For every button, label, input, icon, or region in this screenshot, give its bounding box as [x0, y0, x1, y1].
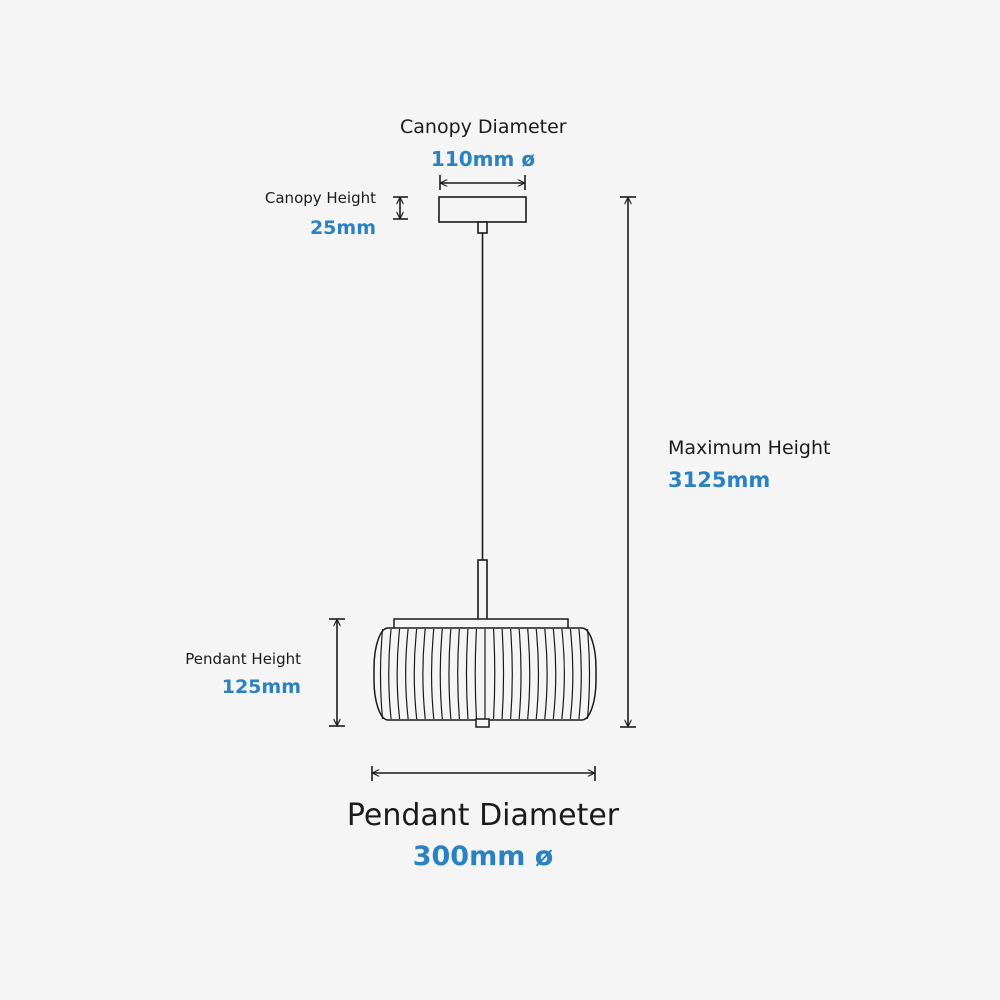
pendant-height-label: Pendant Height	[185, 650, 301, 668]
pendant-height-value: 125mm	[221, 676, 301, 698]
shade-rib	[527, 628, 531, 720]
pendant-diameter-label: Pendant Diameter	[346, 798, 620, 833]
canopy-diameter-dimension-line	[439, 175, 526, 190]
shade-rib	[379, 628, 384, 720]
shade-rib	[544, 628, 548, 720]
pendant-height-dimension-line	[329, 618, 345, 727]
canopy-height-dimension-line	[393, 196, 408, 220]
shade-rib	[413, 628, 418, 720]
shade-rib	[422, 628, 426, 720]
shade-rib	[492, 628, 496, 720]
shade-rib	[388, 628, 392, 720]
suspension-cable	[477, 221, 488, 621]
shade-rib	[457, 628, 460, 720]
canopy-height-label: Canopy Height	[264, 189, 376, 207]
shade-rib	[501, 628, 505, 720]
canopy	[438, 196, 527, 223]
shade-rib	[561, 628, 565, 720]
shade-rib	[405, 628, 409, 720]
maximum-height-label: Maximum Height	[668, 437, 831, 459]
shade-rib	[535, 628, 540, 720]
shade-rib	[510, 628, 513, 720]
shade-rib	[586, 628, 591, 720]
shade-rib	[430, 628, 435, 720]
shade-rib	[518, 628, 522, 720]
shade-rib	[396, 628, 401, 720]
shade-rib	[474, 628, 478, 720]
shade-rib	[448, 628, 452, 720]
shade-rib	[569, 628, 574, 720]
pendant-diameter-dimension-line	[371, 766, 596, 781]
shade-rib	[552, 628, 557, 720]
maximum-height-dimension-line	[620, 196, 636, 728]
canopy-diameter-value: 110mm ø	[430, 147, 536, 171]
shade-rib	[578, 628, 582, 720]
maximum-height-value: 3125mm	[668, 468, 771, 492]
shade-rib	[465, 628, 469, 720]
canopy-height-value: 25mm	[309, 217, 376, 239]
pendant-diameter-value: 300mm ø	[412, 841, 554, 872]
canopy-diameter-label: Canopy Diameter	[400, 116, 567, 138]
pendant-shade	[373, 618, 597, 728]
shade-rib	[439, 628, 443, 720]
